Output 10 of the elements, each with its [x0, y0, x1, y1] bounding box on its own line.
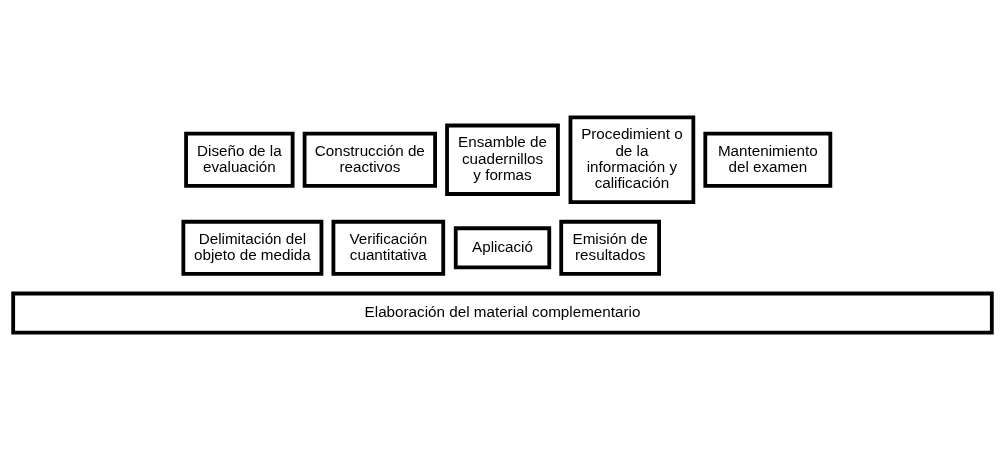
node-box: Emisión de resultados	[559, 219, 661, 276]
node-box: Mantenimiento del examen	[703, 131, 833, 188]
node-box: Aplicació	[453, 226, 552, 270]
node-box: Delimitación del objeto de medida	[181, 219, 324, 276]
node-box: Construcción de reactivos	[302, 131, 437, 188]
node-box: Verificación cuantitativa	[331, 219, 446, 276]
node-box: Elaboración del material complementario	[11, 291, 994, 335]
node-box: Ensamble de cuadernillos y formas	[445, 123, 560, 196]
node-box: Diseño de la evaluación	[184, 131, 295, 188]
node-box: Procedimient o de la información y calificación	[568, 115, 696, 205]
